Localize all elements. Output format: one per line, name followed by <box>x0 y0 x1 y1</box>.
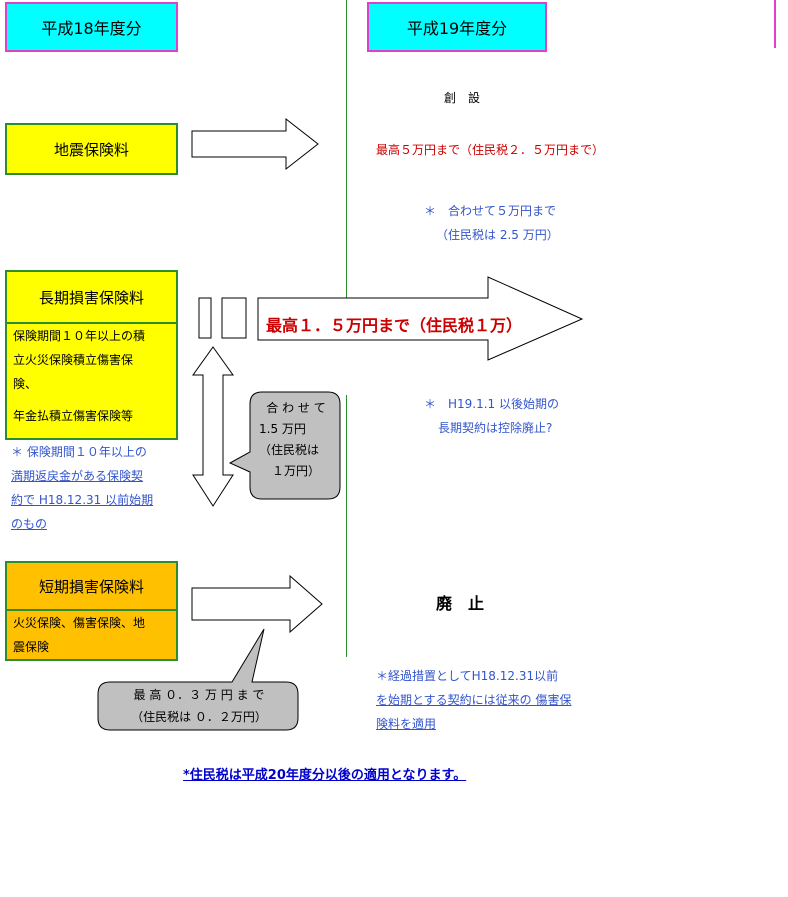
long-term-rect-2 <box>221 297 247 339</box>
long-term-arrow <box>257 276 584 361</box>
combined-callout-line: 1.5 万円 <box>259 422 306 436</box>
long-term-insurance-title: 長期損害保険料 <box>7 272 176 324</box>
long-term-detail-line: 立火災保険積立傷害保 <box>13 353 134 367</box>
earthquake-note-1: ＊ 合わせて５万円まで <box>424 204 557 218</box>
long-term-note: ＊ 保険期間１０年以上の 満期返戻金がある保険契 約で H18.12.31 以前… <box>11 440 153 536</box>
short-term-callout-line: （住民税は ０．２万円） <box>131 710 267 724</box>
long-term-arrow-label: 最高１．５万円まで（住民税１万） <box>266 316 523 335</box>
long-term-detail-line: 険、 <box>13 377 38 391</box>
right-edge-marker <box>774 0 776 48</box>
divider-line-bottom <box>346 395 347 657</box>
short-term-insurance-label: 短期損害保険料 <box>38 577 144 596</box>
short-term-callout-line: 最 高 ０．３ 万 円 ま で <box>133 688 265 702</box>
short-term-insurance-box: 短期損害保険料 火災保険、傷害保険、地 震保険 <box>5 561 178 661</box>
short-term-note: ＊経過措置としてH18.12.31以前 を始期とする契約には従来の 傷害保 険料… <box>376 664 571 736</box>
long-term-note-line: 約で H18.12.31 以前始期 <box>11 493 154 507</box>
earthquake-arrow <box>191 117 319 171</box>
long-term-detail-line: 年金払積立傷害保険等 <box>13 409 134 423</box>
short-term-detail-line: 震保険 <box>13 640 50 654</box>
double-vertical-arrow <box>192 346 234 507</box>
abolished-label: 廃 止 <box>436 594 485 613</box>
short-term-note-line: ＊経過措置としてH18.12.31以前 <box>376 669 559 683</box>
combined-callout-line: 合 わ せ て <box>266 401 326 415</box>
combined-callout-shape <box>228 391 341 500</box>
combined-callout-text: 合 わ せ て 1.5 万円 （住民税は １万円） <box>255 398 337 482</box>
header-fy19-label: 平成19年度分 <box>406 19 508 38</box>
divider-line-top <box>346 0 347 300</box>
long-term-rect-1 <box>198 297 212 339</box>
long-term-right-note-2: 長期契約は控除廃止? <box>438 421 553 435</box>
long-term-right-note-1: ＊ H19.1.1 以後始期の <box>424 397 560 411</box>
long-term-detail-line: 保険期間１０年以上の積 <box>13 329 146 343</box>
header-fy19: 平成19年度分 <box>367 2 547 52</box>
short-term-note-line: を始期とする契約には従来の 傷害保 <box>376 693 572 707</box>
short-term-note-line: 険料を適用 <box>376 717 437 731</box>
short-term-arrow <box>191 574 323 634</box>
long-term-note-line: のもの <box>11 517 48 531</box>
short-term-callout-text: 最 高 ０．３ 万 円 ま で （住民税は ０．２万円） <box>104 684 294 728</box>
long-term-insurance-box: 長期損害保険料 保険期間１０年以上の積 立火災保険積立傷害保 険、 年金払積立傷… <box>5 270 178 440</box>
header-fy18: 平成18年度分 <box>5 2 178 52</box>
header-fy18-label: 平成18年度分 <box>41 19 142 38</box>
short-term-callout-shape <box>97 628 299 731</box>
combined-callout-line: （住民税は <box>259 443 320 457</box>
long-term-note-line: ＊ 保険期間１０年以上の <box>11 445 147 459</box>
short-term-detail: 火災保険、傷害保険、地 震保険 <box>7 611 176 659</box>
long-term-insurance-label: 長期損害保険料 <box>38 288 144 307</box>
footer-note: *住民税は平成20年度分以後の適用となります。 <box>183 768 467 783</box>
long-term-note-line: 満期返戻金がある保険契 <box>11 469 144 483</box>
short-term-insurance-title: 短期損害保険料 <box>7 563 176 611</box>
short-term-detail-line: 火災保険、傷害保険、地 <box>13 616 146 630</box>
combined-callout-line: １万円） <box>271 464 320 478</box>
earthquake-limit: 最高５万円まで（住民税２．５万円まで） <box>376 143 605 157</box>
long-term-detail: 保険期間１０年以上の積 立火災保険積立傷害保 険、 年金払積立傷害保険等 <box>7 324 176 428</box>
new-label: 創 設 <box>444 91 481 105</box>
earthquake-note-2: （住民税は 2.5 万円） <box>436 228 559 242</box>
earthquake-insurance-box: 地震保険料 <box>5 123 178 175</box>
earthquake-insurance-label: 地震保険料 <box>53 140 129 159</box>
